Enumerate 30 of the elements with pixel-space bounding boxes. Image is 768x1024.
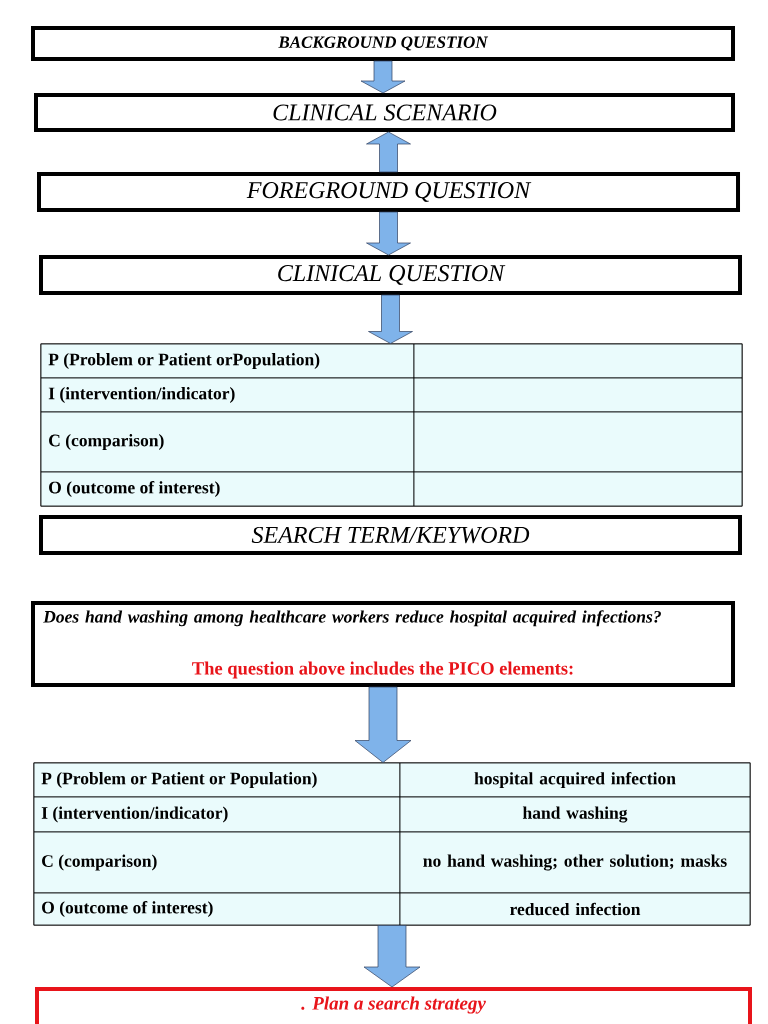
block-arrow: [363, 925, 421, 988]
table-cell: hospital acquired infection: [399, 762, 751, 798]
block-arrow: [354, 686, 412, 763]
question-box: [31, 601, 735, 687]
table-cell: C (comparison): [33, 831, 401, 894]
table-cell: O (outcome of interest): [33, 892, 401, 926]
process-box: FOREGROUND QUESTION: [37, 172, 740, 212]
table-cell: I (intervention/indicator): [33, 796, 401, 833]
table-cell: reduced infection: [399, 892, 751, 926]
table-cell: C (comparison): [40, 411, 415, 473]
table-cell: I (intervention/indicator): [40, 377, 415, 413]
table: [40, 343, 743, 507]
table-cell: no hand washing; other solution; masks: [399, 831, 751, 894]
strategy-box: [35, 987, 752, 1024]
process-box: BACKGROUND QUESTION: [31, 26, 735, 61]
table-cell: P (Problem or Patient orPopulation): [40, 343, 415, 379]
table-cell: O (outcome of interest): [40, 471, 415, 507]
process-box: SEARCH TERM/KEYWORD: [39, 515, 742, 555]
block-arrow: [366, 131, 411, 173]
heading-text: . Plan a search strategy: [301, 996, 486, 1014]
table-cell: hand washing: [399, 796, 751, 833]
process-box: CLINICAL QUESTION: [39, 255, 742, 295]
block-arrow: [360, 60, 406, 94]
block-arrow: [366, 211, 411, 256]
note-text: The question above includes the PICO elements:: [192, 661, 573, 679]
table: [33, 762, 751, 926]
block-arrow: [368, 294, 413, 344]
process-box: CLINICAL SCENARIO: [34, 93, 735, 132]
table-cell: P (Problem or Patient or Population): [33, 762, 401, 798]
question-text: Does hand washing among healthcare workers reduce hospital acquired infections?: [43, 610, 661, 627]
